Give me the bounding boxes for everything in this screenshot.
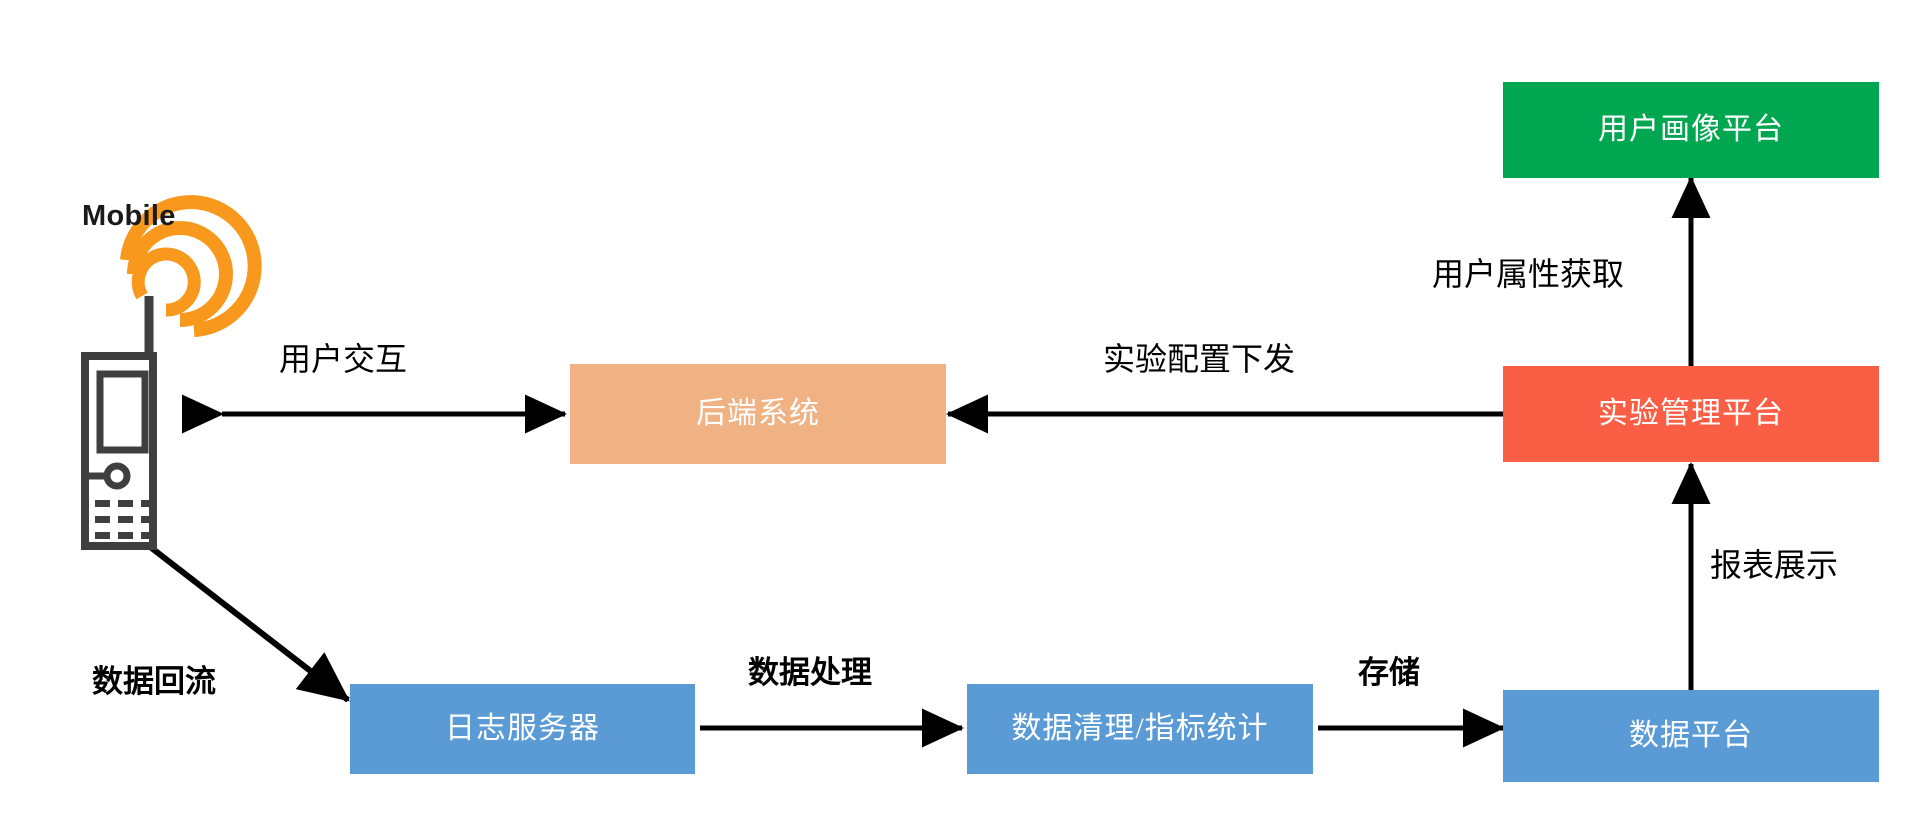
- node-experiment-platform[interactable]: 实验管理平台: [1503, 366, 1879, 462]
- phone-screen: [96, 370, 149, 454]
- node-data-platform[interactable]: 数据平台: [1503, 690, 1879, 782]
- node-backend-system[interactable]: 后端系统: [570, 364, 946, 464]
- edge-label-report-display: 报表展示: [1710, 547, 1839, 583]
- node-label: 数据清理/指标统计: [1011, 712, 1269, 745]
- phone-keypad-icon: [95, 500, 149, 539]
- edge-label-data-backflow: 数据回流: [92, 664, 216, 699]
- node-label: 数据平台: [1629, 719, 1753, 752]
- edge-data-backflow: [147, 543, 350, 703]
- edge-label-storage: 存储: [1358, 655, 1420, 690]
- edge-label-user-interaction: 用户交互: [279, 341, 408, 377]
- edge-label-config-delivery: 实验配置下发: [1103, 341, 1296, 377]
- node-label: 实验管理平台: [1598, 397, 1784, 430]
- node-label: 用户画像平台: [1598, 113, 1784, 146]
- mobile-caption-label: Mobile: [82, 200, 176, 232]
- edge-label-data-processing: 数据处理: [748, 655, 872, 690]
- node-label: 日志服务器: [445, 712, 600, 745]
- signal-waves-icon: [120, 195, 262, 337]
- edge-label-attribute-fetch: 用户属性获取: [1432, 256, 1625, 292]
- node-user-profile-platform[interactable]: 用户画像平台: [1503, 82, 1879, 178]
- phone-button-icon: [103, 462, 131, 490]
- node-label: 后端系统: [696, 397, 820, 430]
- node-log-server[interactable]: 日志服务器: [350, 684, 695, 774]
- node-data-cleaning[interactable]: 数据清理/指标统计: [967, 684, 1313, 774]
